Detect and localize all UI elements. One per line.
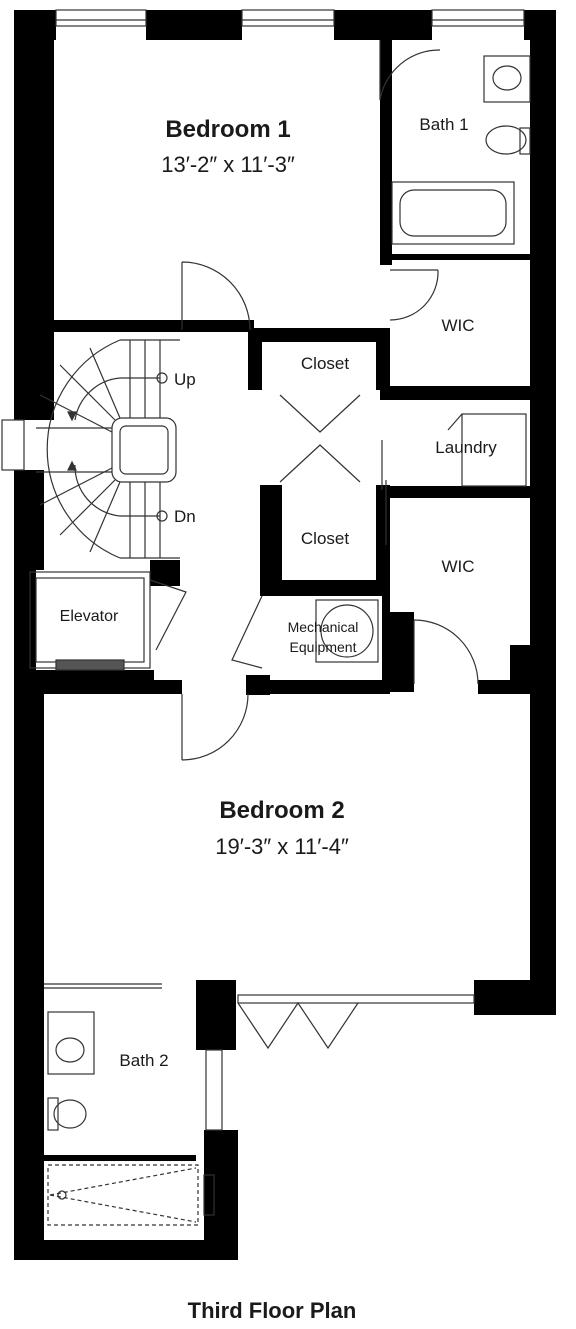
bedroom2-size: 19′-3″ x 11′-4″: [215, 834, 349, 859]
windows: [1, 9, 525, 1216]
plan-title: Third Floor Plan: [188, 1298, 357, 1323]
wic-upper-label: WIC: [441, 316, 474, 335]
closet-upper-label: Closet: [301, 354, 349, 373]
exterior-walls: [14, 10, 556, 1260]
bath1-label: Bath 1: [419, 115, 468, 134]
bedroom1-size: 13′-2″ x 11′-3″: [161, 152, 295, 177]
mechanical-label-line1: Mechanical: [288, 619, 359, 635]
staircase: [36, 339, 180, 559]
laundry-appliance: [447, 413, 527, 487]
stairs-up-label: Up: [174, 370, 196, 389]
bath1-fixtures: [391, 55, 531, 245]
elevator-label: Elevator: [60, 608, 119, 625]
bath2-label: Bath 2: [119, 1051, 168, 1070]
elevator-car: [29, 571, 151, 671]
bath2-fixtures: [47, 1011, 199, 1226]
wic-lower-label: WIC: [441, 557, 474, 576]
bedroom2-title: Bedroom 2: [219, 797, 344, 824]
stairs-down-label: Dn: [174, 507, 196, 526]
closet-lower-label: Closet: [301, 529, 349, 548]
bedroom1-title: Bedroom 1: [165, 116, 290, 143]
mechanical-unit: [315, 599, 379, 663]
laundry-label: Laundry: [435, 438, 497, 457]
mechanical-label-line2: Equipment: [290, 639, 357, 655]
door-swings: [44, 40, 479, 1050]
